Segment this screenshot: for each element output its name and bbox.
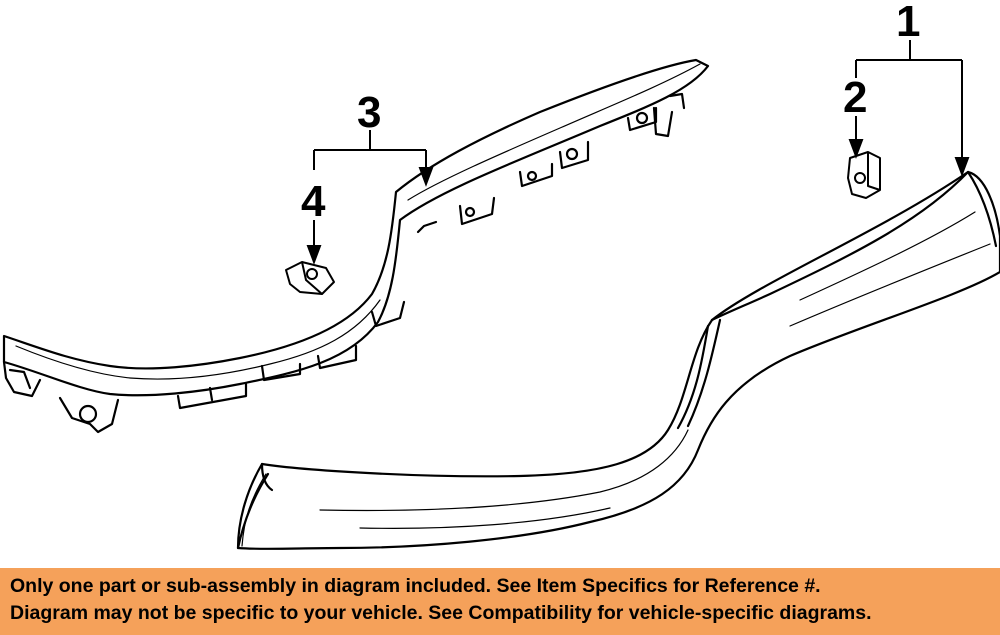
clip-upper-part [847,151,881,199]
parts-diagram: 1 2 3 4 [2,0,1000,550]
callout-numbers: 1 2 3 4 [301,0,920,226]
leader-lines [306,40,970,265]
outer-panel-part [236,170,1000,550]
callout-2-label: 2 [843,73,867,122]
disclaimer-banner: Only one part or sub-assembly in diagram… [0,568,1000,635]
callout-3-label: 3 [357,88,381,137]
disclaimer-line-2: Diagram may not be specific to your vehi… [10,602,872,624]
disclaimer-line-1: Only one part or sub-assembly in diagram… [10,575,821,597]
inner-reinforcement-part [2,58,710,434]
callout-1-label: 1 [896,0,920,46]
clip-lower-part [285,261,335,295]
callout-4-label: 4 [301,177,326,226]
